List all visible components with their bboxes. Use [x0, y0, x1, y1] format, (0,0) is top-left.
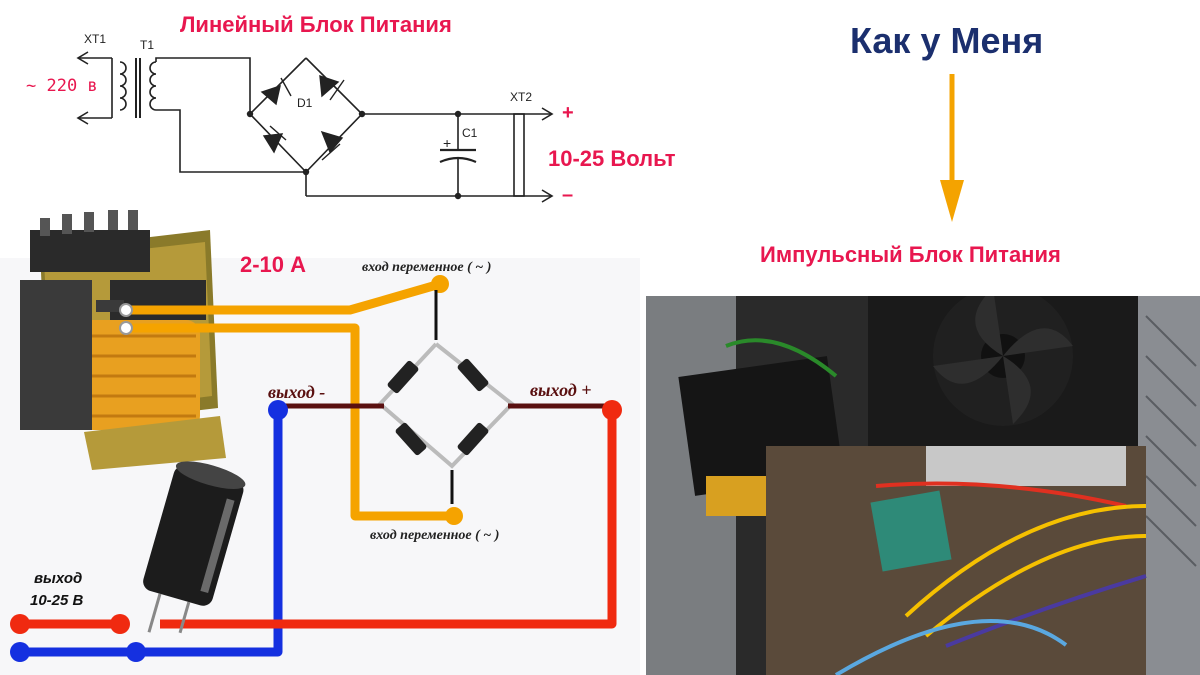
- plus-terminal-label: +: [562, 102, 574, 124]
- c1-label: C1: [462, 126, 478, 140]
- linear-psu-schematic: +: [76, 51, 554, 203]
- transformer-image: [20, 210, 226, 470]
- output-label-line1: выход: [34, 570, 83, 587]
- capacitor-image: [143, 461, 246, 634]
- page-heading: Как у Меня: [850, 20, 1044, 61]
- d1-label: D1: [297, 96, 313, 110]
- ac-input-top-label: вход переменное ( ~ ): [362, 260, 492, 275]
- wiring-diagram: [10, 210, 622, 662]
- output-label-line2: 10-25 В: [30, 592, 84, 609]
- current-range-label: 2-10 А: [240, 252, 307, 277]
- schematic-title: Линейный Блок Питания: [180, 12, 452, 37]
- switching-psu-photo: [646, 296, 1200, 675]
- minus-terminal-label: –: [562, 184, 574, 206]
- input-voltage-label: ~ 220 в: [26, 76, 98, 96]
- svg-text:+: +: [443, 135, 451, 151]
- ac-input-bottom-label: вход переменное ( ~ ): [370, 528, 500, 543]
- switching-psu-label: Импульсный Блок Питания: [760, 242, 1061, 267]
- output-voltage-label: 10-25 Вольт: [548, 146, 676, 171]
- bridge-rectifier-image: [377, 290, 515, 504]
- t1-label: T1: [140, 38, 155, 52]
- output-minus-label: выход -: [268, 382, 326, 402]
- output-plus-label: выход +: [530, 380, 592, 400]
- down-arrow-icon: [940, 74, 964, 222]
- xt1-label: XT1: [84, 32, 107, 46]
- xt2-label: XT2: [510, 90, 533, 104]
